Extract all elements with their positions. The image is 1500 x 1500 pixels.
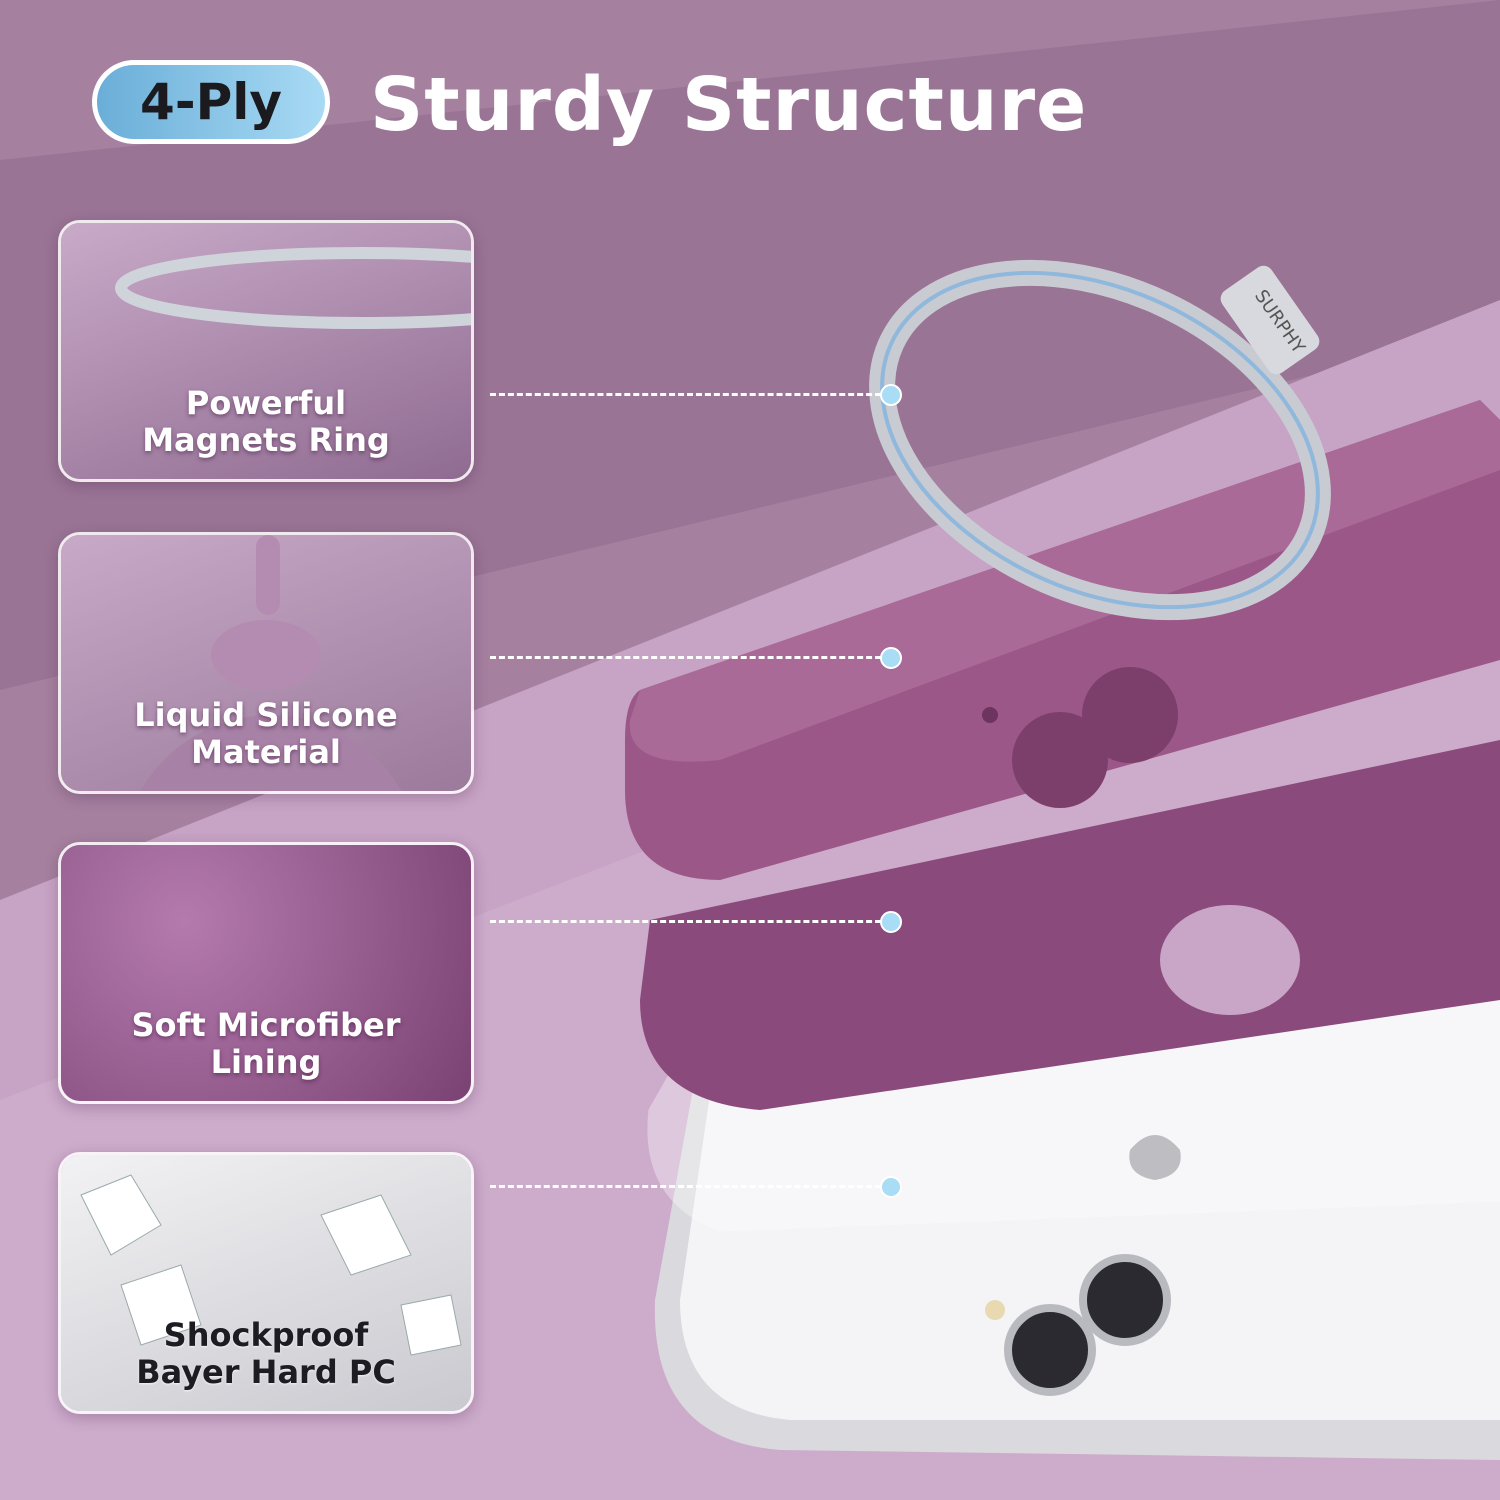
page-title: Sturdy Structure [370,62,1088,148]
microfiber-layer [640,740,1500,1110]
feature-label: Material [191,733,341,771]
feature-label: Shockproof [163,1316,369,1354]
feature-label: Powerful [185,384,347,422]
crystals-icon [80,1174,462,1356]
connector-line [490,656,890,659]
connector-dot [880,911,902,933]
connector-dot [880,384,902,406]
connector-line [490,393,890,396]
ply-badge: 4-Ply [92,60,330,144]
silicone-drop-icon [140,535,402,791]
ring-icon [115,247,471,329]
feature-label: Soft Microfiber [131,1006,401,1044]
feature-label: Magnets Ring [142,421,390,459]
feature-label: Liquid Silicone [134,696,398,734]
connector-line [490,920,890,923]
feature-label: Bayer Hard PC [136,1353,396,1391]
feature-label: Lining [210,1043,322,1081]
connector-dot [880,1176,902,1198]
connector-dot [880,647,902,669]
connector-line [490,1185,890,1188]
